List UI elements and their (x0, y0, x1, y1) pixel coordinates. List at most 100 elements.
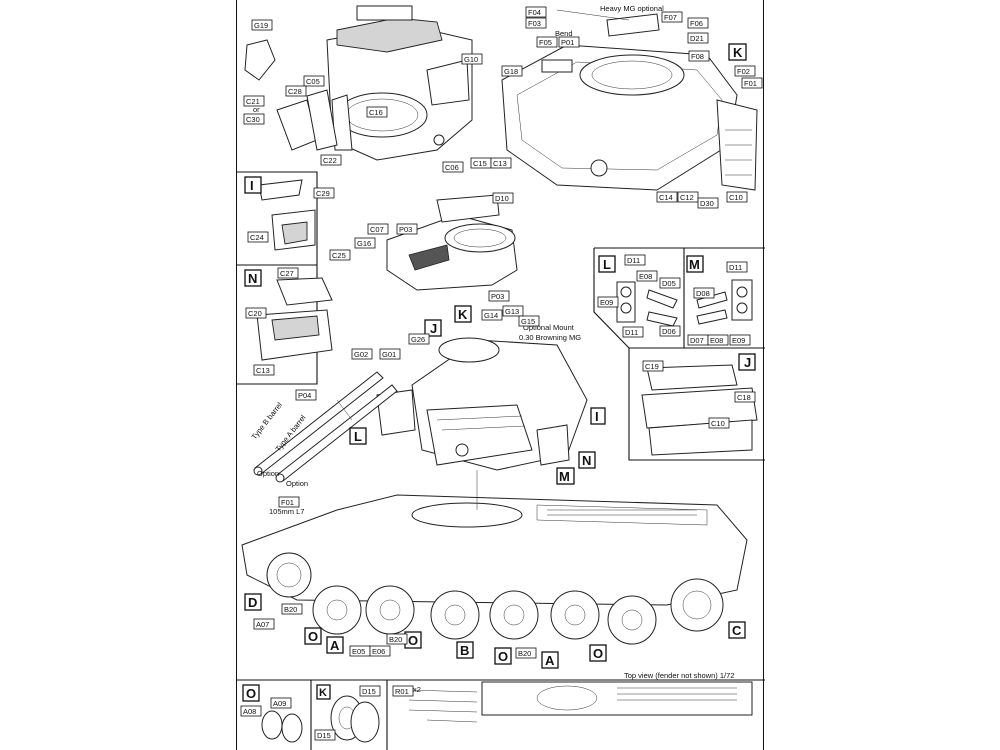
svg-text:F08: F08 (691, 52, 704, 61)
part-label: D07 (687, 334, 709, 346)
svg-text:D15: D15 (317, 731, 331, 740)
inset-m-drawing (696, 279, 753, 325)
svg-text:E06: E06 (372, 647, 385, 656)
svg-text:C18: C18 (737, 393, 751, 402)
part-label: F07 (661, 11, 683, 23)
inset-k-wheel-drawing (330, 695, 380, 743)
part-label: B20 (386, 633, 408, 645)
svg-text:C: C (732, 623, 742, 638)
part-label: D30 (697, 197, 719, 209)
step-j-2: J (424, 319, 442, 337)
svg-text:B20: B20 (518, 649, 531, 658)
part-label: D11 (624, 254, 646, 266)
part-number-labels: G19 C05 C28 C21 C30 C22 G10 C16 C06 C15 … (240, 6, 763, 741)
svg-text:B: B (460, 643, 469, 658)
barrels-drawing (253, 371, 398, 483)
turret-assembly-drawing (376, 337, 588, 471)
part-label: E09 (597, 296, 619, 308)
svg-text:F01: F01 (281, 498, 294, 507)
part-label: B20 (515, 647, 537, 659)
step-n-2: N (578, 451, 596, 469)
svg-text:E05: E05 (352, 647, 365, 656)
svg-text:D06: D06 (662, 327, 676, 336)
step-j-1: J (738, 353, 756, 371)
part-label: C14 (656, 191, 678, 203)
svg-text:D30: D30 (700, 199, 714, 208)
part-label: C22 (320, 154, 342, 166)
svg-text:D07: D07 (690, 336, 704, 345)
part-label: C05 (303, 75, 325, 87)
part-label: D11 (726, 261, 748, 273)
part-label: C07 (367, 223, 389, 235)
part-label: A09 (270, 697, 292, 709)
part-label: G16 (354, 237, 376, 249)
part-label: G02 (351, 348, 373, 360)
svg-text:F03: F03 (528, 19, 541, 28)
svg-text:A09: A09 (273, 699, 286, 708)
step-i-2: I (590, 407, 606, 425)
part-label: C13 (490, 157, 512, 169)
part-label: C21 (243, 95, 265, 107)
step-m-2: M (556, 467, 575, 485)
frame-lines (237, 171, 765, 750)
svg-text:K: K (319, 687, 327, 699)
part-label: F05 (536, 36, 558, 48)
svg-text:O: O (408, 633, 418, 648)
svg-text:D21: D21 (690, 34, 704, 43)
svg-text:E08: E08 (710, 336, 723, 345)
svg-text:P01: P01 (561, 38, 574, 47)
svg-text:O: O (498, 649, 508, 664)
inset-j-drawing (641, 364, 758, 456)
svg-text:G01: G01 (382, 350, 396, 359)
part-label: C10 (708, 417, 730, 429)
part-label: E08 (636, 270, 658, 282)
svg-text:C24: C24 (250, 233, 264, 242)
svg-text:G15: G15 (521, 317, 535, 326)
part-label: C15 (470, 157, 492, 169)
part-label: C28 (285, 85, 307, 97)
gun-105-label: 105mm L7 (269, 507, 304, 516)
svg-text:C30: C30 (246, 115, 260, 124)
part-label: C25 (329, 249, 351, 261)
part-label: C19 (642, 360, 664, 372)
svg-text:R01: R01 (395, 687, 409, 696)
svg-text:D11: D11 (625, 328, 638, 337)
type-b-barrel-label: Type B barrel (249, 400, 284, 441)
svg-text:C12: C12 (680, 193, 694, 202)
svg-text:N: N (248, 271, 257, 286)
part-label: C10 (726, 191, 748, 203)
svg-text:O: O (593, 646, 603, 661)
part-label: P03 (396, 223, 418, 235)
svg-text:C28: C28 (288, 87, 302, 96)
svg-text:F06: F06 (690, 19, 703, 28)
cupola-drawing (386, 194, 518, 291)
svg-text:I: I (250, 178, 254, 193)
svg-text:M: M (559, 469, 570, 484)
svg-text:F07: F07 (664, 13, 677, 22)
svg-text:A07: A07 (256, 620, 269, 629)
turret-exterior-drawing (501, 9, 758, 191)
part-label: G19 (251, 19, 273, 31)
tracks-drawing (408, 689, 478, 723)
step-b: B (456, 641, 474, 659)
svg-text:J: J (744, 355, 751, 370)
step-letter-boxes: K I N L M J K J L M N I D O A O B O A O … (242, 43, 756, 702)
svg-text:E08: E08 (639, 272, 652, 281)
part-label: D15 (314, 729, 336, 741)
svg-text:C14: C14 (659, 193, 673, 202)
instruction-sheet: Heavy MG optional Bend Optional Mount 0.… (236, 0, 765, 750)
part-label: E09 (729, 334, 751, 346)
svg-text:N: N (582, 453, 591, 468)
step-a-1: A (326, 636, 344, 654)
svg-text:G14: G14 (484, 311, 498, 320)
part-label: A08 (240, 705, 262, 717)
svg-text:D10: D10 (495, 194, 509, 203)
step-k-1: K (728, 43, 747, 61)
bend-label: Bend (555, 29, 573, 38)
part-label: D21 (687, 32, 709, 44)
svg-text:O: O (308, 629, 318, 644)
svg-text:C20: C20 (248, 309, 262, 318)
svg-text:L: L (603, 257, 611, 272)
step-a-2: A (541, 651, 559, 669)
part-label: E05 (349, 645, 371, 657)
